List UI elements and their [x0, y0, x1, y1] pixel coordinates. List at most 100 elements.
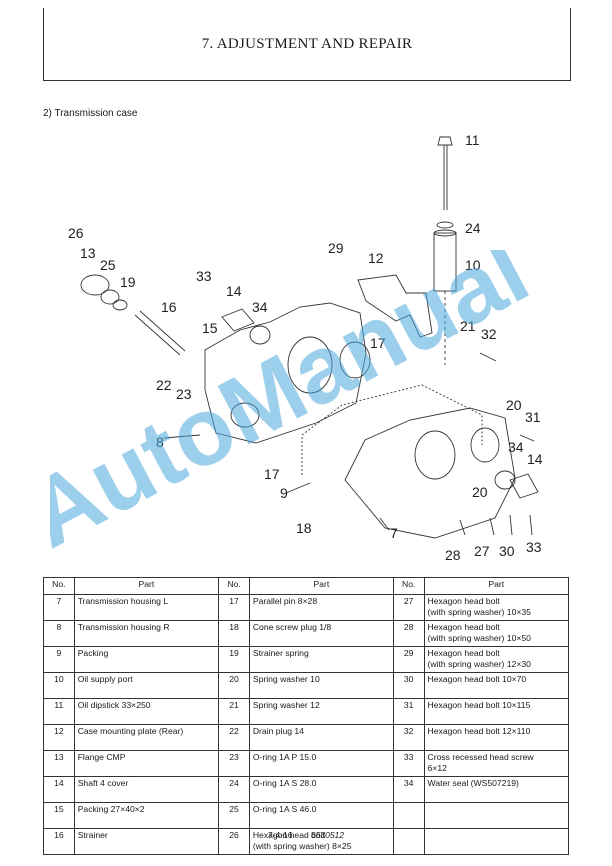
col-header: Part	[73, 577, 220, 595]
col-header: No.	[43, 577, 75, 595]
part-number-cell: 33	[392, 750, 425, 777]
document-code: 6530512	[310, 830, 345, 840]
part-name-cell: Hexagon head bolt (with spring washer) 1…	[423, 620, 570, 647]
part-name-cell: Case mounting plate (Rear)	[73, 724, 220, 751]
part-name-cell: Transmission housing R	[73, 620, 220, 647]
part-name-cell: Hexagon head bolt 12×110	[423, 724, 570, 751]
header-box: 7. ADJUSTMENT AND REPAIR	[43, 8, 571, 81]
part-name-cell: Cone screw plug 1/8	[248, 620, 394, 647]
callout-20: 20	[472, 484, 488, 500]
callout-8: 8	[156, 434, 164, 450]
callout-14: 14	[527, 451, 543, 467]
page-number: 7-4-16	[267, 830, 293, 840]
part-name-cell: Shaft 4 cover	[73, 776, 220, 803]
part-number-cell: 32	[392, 724, 425, 751]
callout-19: 19	[120, 274, 136, 290]
callout-25: 25	[100, 257, 116, 273]
part-number-cell: 25	[218, 802, 250, 829]
callout-10: 10	[465, 257, 481, 273]
part-number-cell: 27	[392, 594, 425, 621]
part-name-cell: Spring washer 10	[248, 672, 394, 699]
part-number-cell: 17	[218, 594, 250, 621]
callout-22: 22	[156, 377, 172, 393]
part-name-cell: Spring washer 12	[248, 698, 394, 725]
col-header: Part	[423, 577, 570, 595]
callout-17: 17	[264, 466, 280, 482]
part-number-cell: 15	[43, 802, 75, 829]
part-number-cell: 31	[392, 698, 425, 725]
part-name-cell: Hexagon head bolt (with spring washer) 8…	[248, 828, 394, 855]
callout-32: 32	[481, 326, 497, 342]
callout-33: 33	[526, 539, 542, 555]
part-number-cell: 30	[392, 672, 425, 699]
callout-15: 15	[202, 320, 218, 336]
callout-27: 27	[474, 543, 490, 559]
part-number-cell: 12	[43, 724, 75, 751]
part-number-cell: 24	[218, 776, 250, 803]
callout-18: 18	[296, 520, 312, 536]
part-number-cell: 34	[392, 776, 425, 803]
part-name-cell: Oil supply port	[73, 672, 220, 699]
part-number-cell: 11	[43, 698, 75, 725]
callout-23: 23	[176, 386, 192, 402]
callout-11: 11	[465, 132, 480, 148]
part-number-cell: 29	[392, 646, 425, 673]
callout-34: 34	[252, 299, 268, 315]
part-name-cell	[423, 828, 570, 855]
part-name-cell: Hexagon head bolt 10×115	[423, 698, 570, 725]
part-number-cell: 14	[43, 776, 75, 803]
part-name-cell: Hexagon head bolt 10×70	[423, 672, 570, 699]
part-number-cell: 13	[43, 750, 75, 777]
callout-16: 16	[161, 299, 177, 315]
part-name-cell: Packing 27×40×2	[73, 802, 220, 829]
part-name-cell: Transmission housing L	[73, 594, 220, 621]
callout-26: 26	[68, 225, 84, 241]
part-name-cell: O-ring 1A P 15.0	[248, 750, 394, 777]
part-name-cell: Hexagon head bolt (with spring washer) 1…	[423, 594, 570, 621]
callout-7: 7	[390, 525, 398, 541]
part-number-cell: 23	[218, 750, 250, 777]
part-name-cell: Cross recessed head screw 6×12	[423, 750, 570, 777]
part-name-cell: Strainer spring	[248, 646, 394, 673]
callout-33: 33	[196, 268, 212, 284]
callout-29: 29	[328, 240, 344, 256]
part-name-cell: Strainer	[73, 828, 220, 855]
callout-34: 34	[508, 439, 524, 455]
part-number-cell: 19	[218, 646, 250, 673]
section-title: 2) Transmission case	[43, 108, 138, 119]
part-number-cell: 10	[43, 672, 75, 699]
part-name-cell: Parallel pin 8×28	[248, 594, 394, 621]
callout-13: 13	[80, 245, 96, 261]
page-title: 7. ADJUSTMENT AND REPAIR	[201, 36, 413, 52]
part-number-cell: 16	[43, 828, 75, 855]
part-name-cell	[423, 802, 570, 829]
part-number-cell: 18	[218, 620, 250, 647]
part-name-cell: O-ring 1A S 28.0	[248, 776, 394, 803]
part-name-cell: Oil dipstick 33×250	[73, 698, 220, 725]
diagram-svg: 11 24 10 29 12 26 13 25 19 33 14 34 16 1…	[68, 132, 543, 563]
part-number-cell	[392, 802, 425, 829]
callout-24: 24	[465, 220, 481, 236]
part-name-cell: Hexagon head bolt (with spring washer) 1…	[423, 646, 570, 673]
exploded-view-diagram: 11 24 10 29 12 26 13 25 19 33 14 34 16 1…	[40, 125, 580, 575]
part-name-cell: Water seal (WS507219)	[423, 776, 570, 803]
part-number-cell: 28	[392, 620, 425, 647]
callout-31: 31	[525, 409, 541, 425]
part-number-cell: 8	[43, 620, 75, 647]
part-name-cell: Packing	[73, 646, 220, 673]
part-number-cell: 20	[218, 672, 250, 699]
part-number-cell: 21	[218, 698, 250, 725]
callout-30: 30	[499, 543, 515, 559]
part-number-cell: 26	[218, 828, 250, 855]
callout-21: 21	[460, 318, 476, 334]
part-name-cell: Flange CMP	[73, 750, 220, 777]
part-name-cell: O-ring 1A S 46.0	[248, 802, 394, 829]
